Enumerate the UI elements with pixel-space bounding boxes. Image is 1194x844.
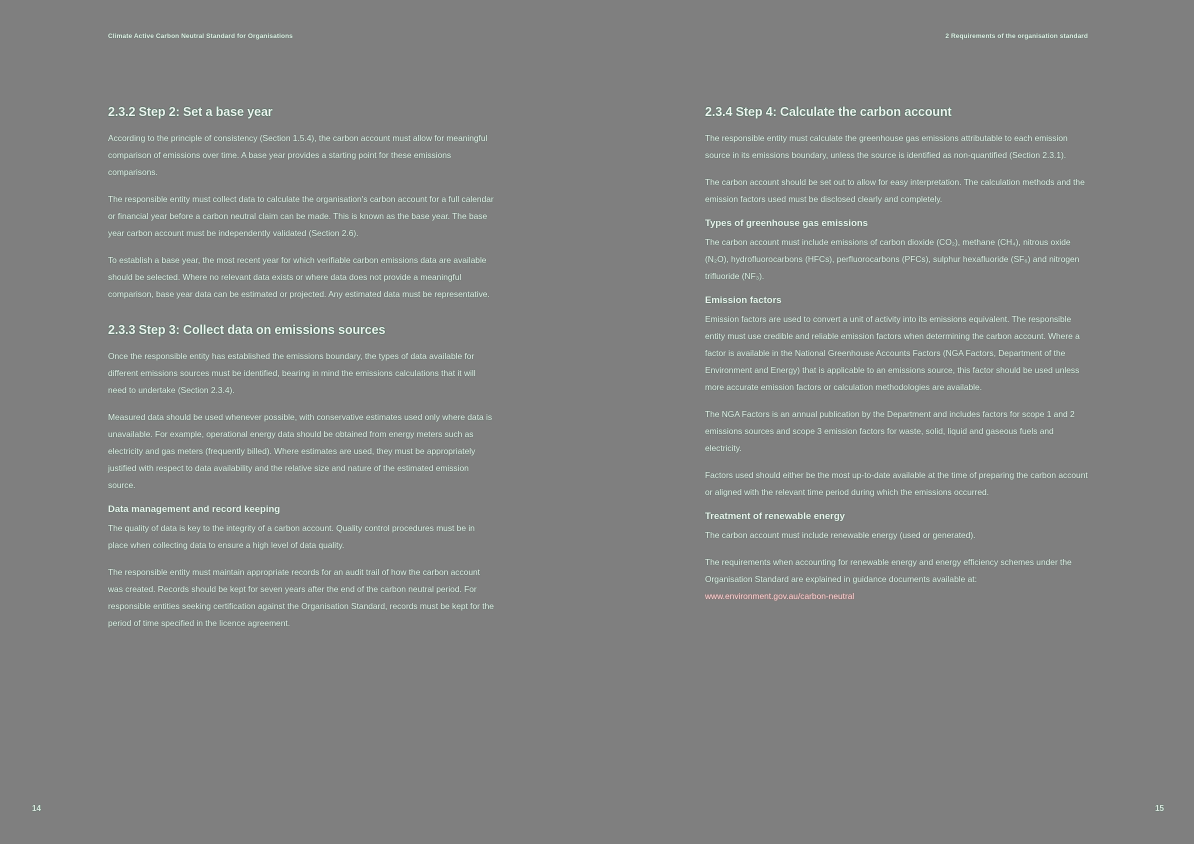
paragraph: The responsible entity must maintain app… (108, 567, 494, 628)
paragraph: The carbon account must include emission… (705, 237, 1080, 281)
right-column: 2.3.4 Step 4: Calculate the carbon accou… (705, 105, 1091, 615)
page-number: 15 (1155, 804, 1164, 813)
subheading-greenhouse-gas-types: Types of greenhouse gas emissions (705, 218, 868, 229)
subheading-emission-factors: Emission factors (705, 295, 782, 306)
paragraph: The responsible entity must collect data… (108, 194, 494, 238)
paragraph: The responsible entity must calculate th… (705, 133, 1068, 160)
left-column: 2.3.2 Step 2: Set a base year According … (108, 105, 494, 642)
paragraph: Once the responsible entity has establis… (108, 351, 476, 395)
left-page: Climate Active Carbon Neutral Standard f… (32, 33, 494, 813)
subheading-data-management: Data management and record keeping (108, 504, 281, 515)
subheading-renewable-energy: Treatment of renewable energy (705, 511, 845, 522)
section-heading-2-3-2: 2.3.2 Step 2: Set a base year (108, 105, 273, 119)
paragraph: The quality of data is key to the integr… (108, 523, 475, 550)
running-header: 2 Requirements of the organisation stand… (945, 33, 1088, 40)
section-heading-2-3-4: 2.3.4 Step 4: Calculate the carbon accou… (705, 105, 952, 119)
paragraph: The carbon account should be set out to … (705, 177, 1085, 204)
paragraph-text: The requirements when accounting for ren… (705, 557, 1072, 584)
paragraph: The carbon account must include renewabl… (705, 530, 976, 540)
environment-website-link[interactable]: www.environment.gov.au/carbon-neutral (705, 591, 855, 601)
paragraph-with-link: The requirements when accounting for ren… (705, 554, 1091, 605)
section-heading-2-3-3: 2.3.3 Step 3: Collect data on emissions … (108, 323, 386, 337)
running-header: Climate Active Carbon Neutral Standard f… (108, 33, 293, 40)
paragraph: Factors used should either be the most u… (705, 470, 1088, 497)
page-number: 14 (32, 804, 41, 813)
paragraph: Measured data should be used whenever po… (108, 412, 493, 490)
paragraph: To establish a base year, the most recen… (108, 255, 490, 299)
paragraph: According to the principle of consistenc… (108, 133, 488, 177)
paragraph: Emission factors are used to convert a u… (705, 314, 1080, 392)
paragraph: The NGA Factors is an annual publication… (705, 409, 1075, 453)
right-page: 2 Requirements of the organisation stand… (597, 0, 1194, 844)
